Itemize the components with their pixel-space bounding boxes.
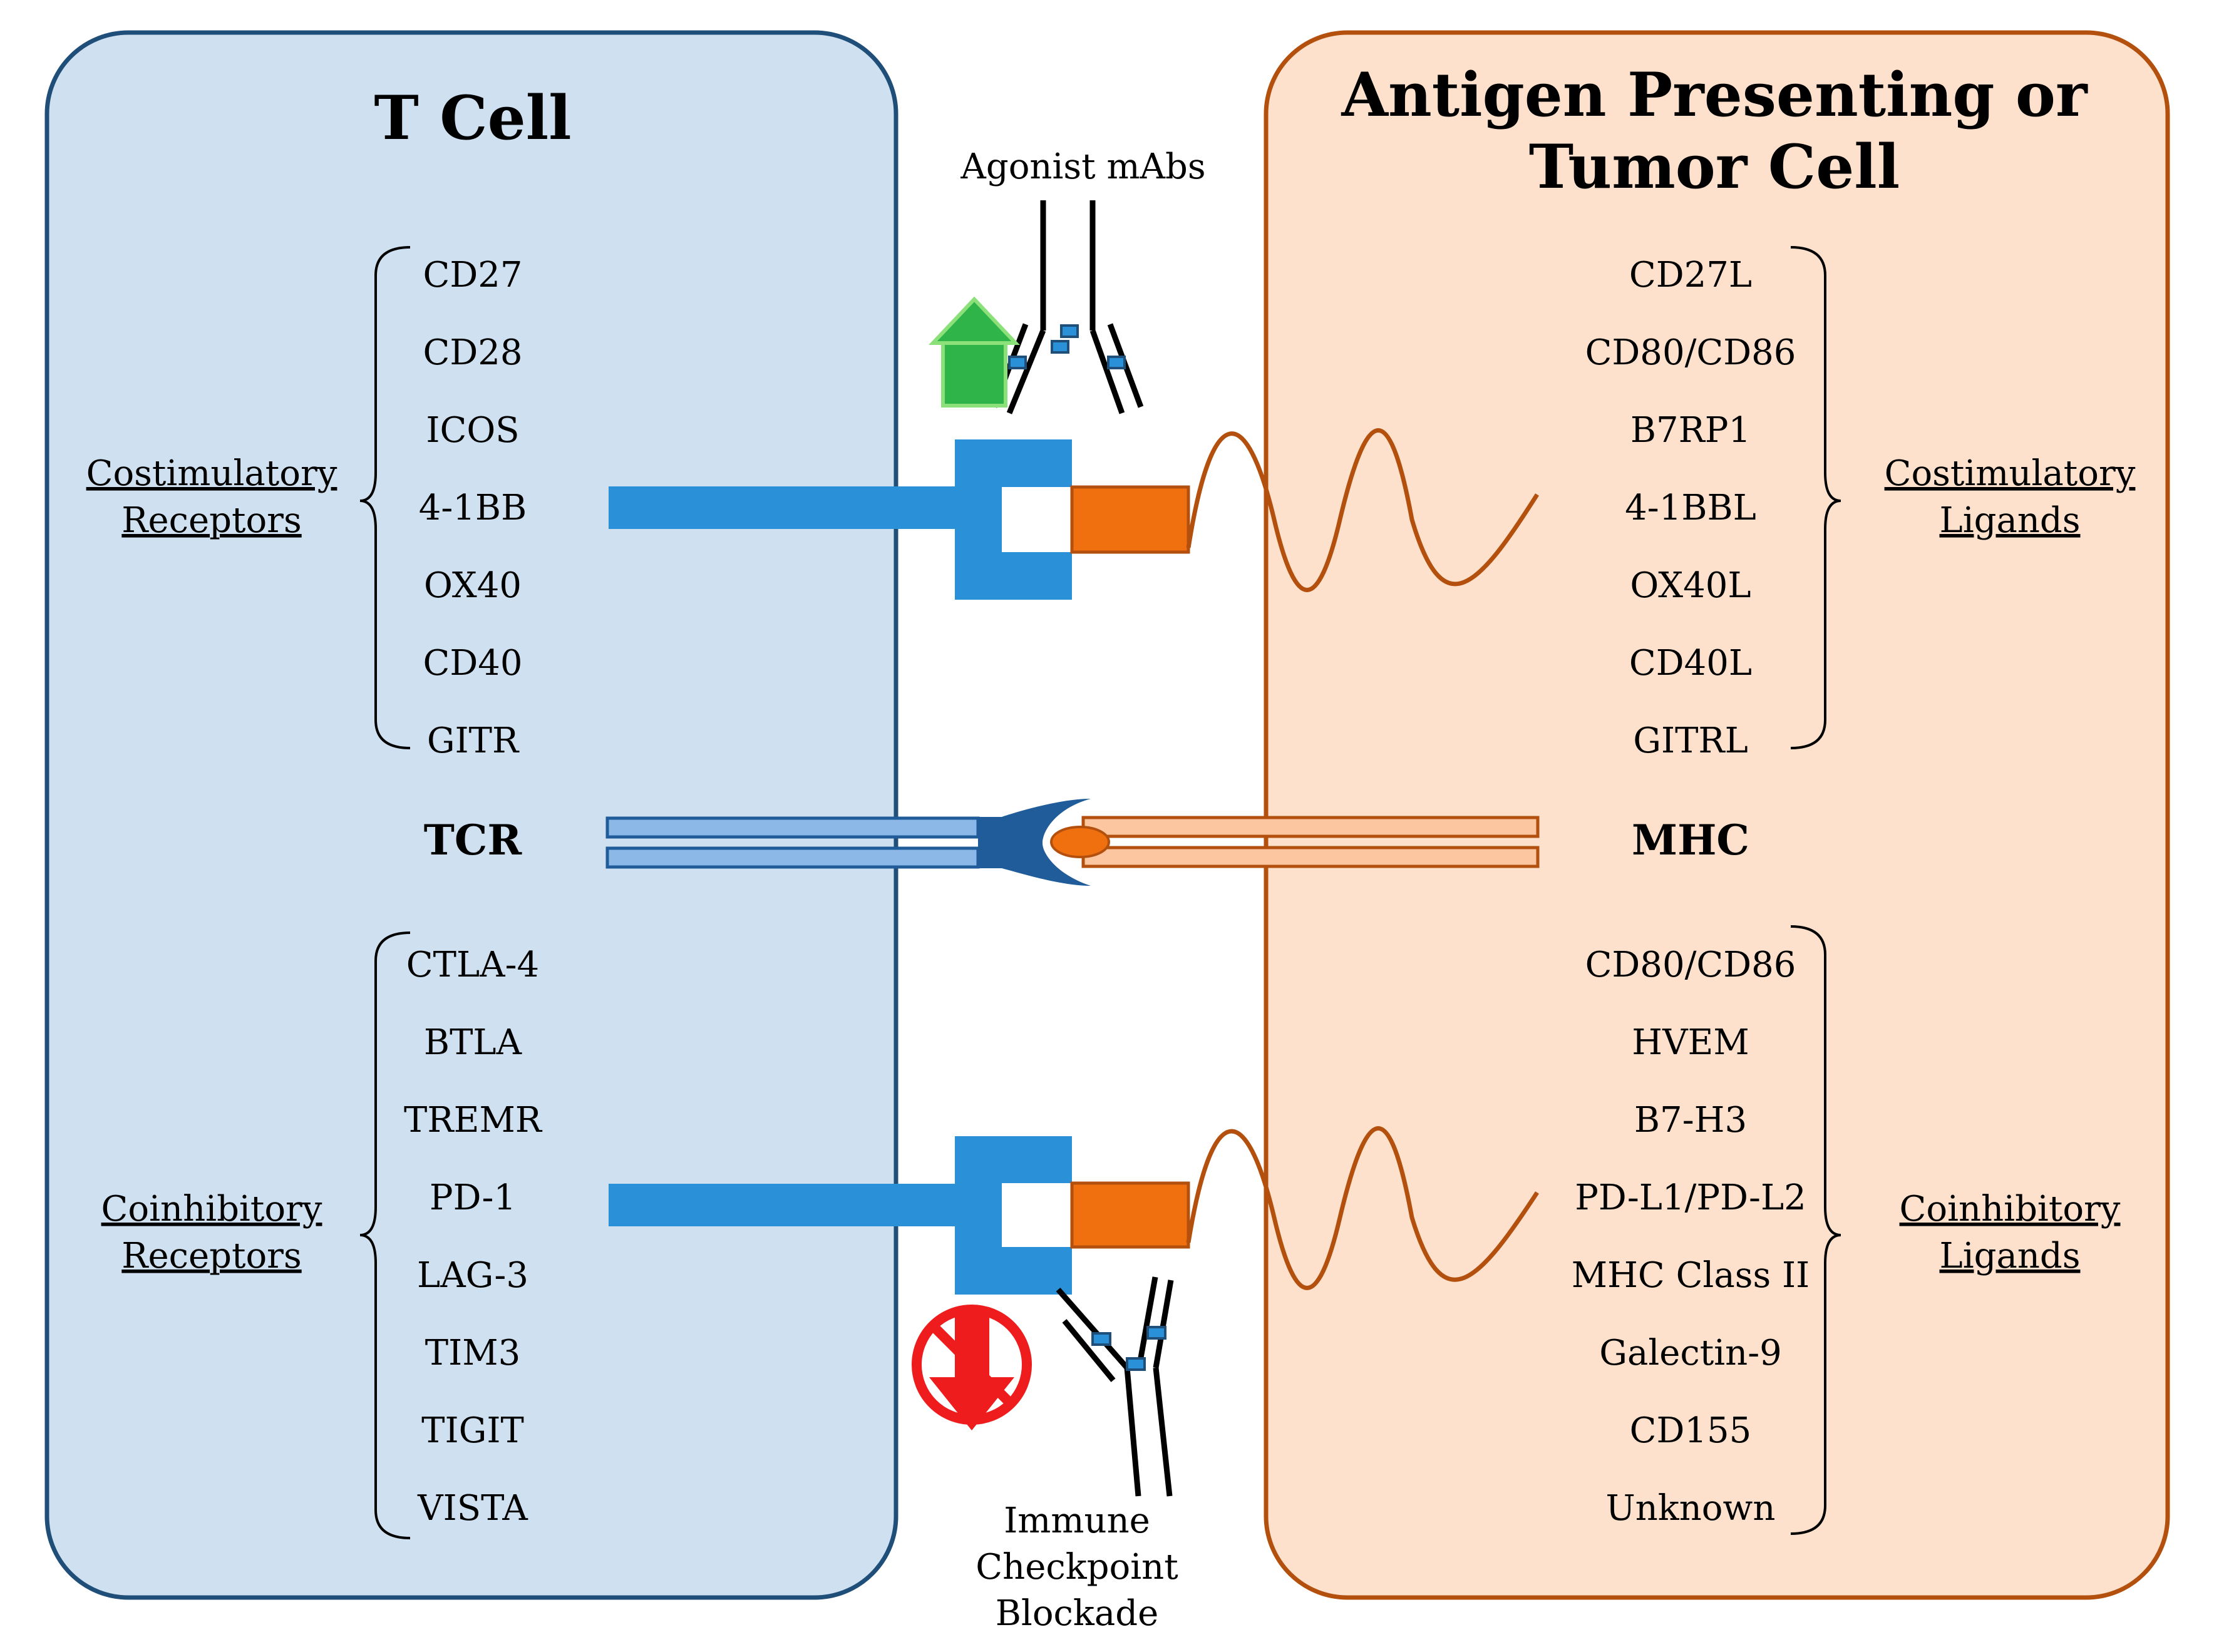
coinhib-ligand-1: HVEM	[1632, 1022, 1749, 1063]
coinhib-receptor-1: BTLA	[424, 1022, 522, 1063]
t-cell-title: T Cell	[374, 83, 571, 153]
costim-ligand-4: OX40L	[1630, 565, 1751, 606]
coinhib-receptor-3: PD-1	[430, 1177, 516, 1218]
blocked-down-arrow-icon	[912, 1305, 1032, 1430]
coinhib-ligand-7: Unknown	[1606, 1488, 1776, 1529]
costim-receptor-1: CD28	[423, 332, 522, 373]
coinhib-receptor-7: VISTA	[417, 1488, 528, 1529]
costim-ligand-2: B7RP1	[1630, 410, 1751, 451]
coinhib-receptor-6: TIGIT	[421, 1410, 524, 1451]
coinhib-ligand-0: CD80/CD86	[1585, 945, 1796, 985]
costim-receptor-6: GITR	[427, 721, 520, 761]
brace-costim-ligands	[1790, 246, 1841, 749]
costim-ligand-1: CD80/CD86	[1585, 332, 1796, 373]
agonist-antibody-icon	[991, 200, 1144, 414]
costim-receptors-label-2: Receptors	[121, 500, 301, 541]
coinhib-ligand-6: CD155	[1630, 1410, 1752, 1451]
blockade-label-line-1: Immune	[1004, 1501, 1150, 1541]
brace-coinhib-ligands	[1790, 925, 1841, 1535]
costim-ligand-tether	[1186, 428, 1539, 592]
apc-title-line-1: Antigen Presenting or	[1341, 59, 2088, 130]
blockade-label-line-2: Checkpoint	[976, 1547, 1178, 1588]
apc-panel	[1264, 30, 2170, 1600]
coinhib-ligand-4: MHC Class II	[1572, 1255, 1810, 1296]
up-arrow-icon	[929, 296, 1020, 408]
coinhib-receptor-5: TIM3	[425, 1333, 520, 1373]
tcr-shape	[605, 799, 1091, 886]
costim-ligand-0: CD27L	[1629, 255, 1752, 295]
costim-receptor-4: OX40	[424, 565, 522, 606]
mhc-label: MHC	[1632, 816, 1749, 864]
costim-receptor-shape	[609, 439, 1072, 600]
costim-ligand-3: 4-1BBL	[1625, 488, 1756, 528]
coinhib-ligand-2: B7-H3	[1634, 1100, 1747, 1141]
blockade-label-line-3: Blockade	[996, 1593, 1158, 1634]
coinhib-receptor-2: TREMR	[404, 1100, 543, 1141]
costim-ligands-label-1: Costimulatory	[1885, 453, 2136, 494]
costim-receptor-5: CD40	[423, 643, 522, 684]
costim-receptor-2: ICOS	[426, 410, 519, 451]
coinhib-receptor-shape	[609, 1136, 1072, 1295]
tcr-label: TCR	[424, 816, 523, 864]
costim-ligand-5: CD40L	[1629, 643, 1752, 684]
costim-ligands-label-2: Ligands	[1940, 500, 2081, 541]
coinhib-receptor-4: LAG-3	[417, 1255, 528, 1296]
blockade-antibody-icon	[1056, 1276, 1174, 1497]
antigen-peptide	[1050, 826, 1110, 858]
brace-costim-receptors	[359, 246, 411, 749]
mhc-shape	[1050, 816, 1540, 868]
costim-receptor-3: 4-1BB	[419, 488, 527, 528]
coinhib-ligands-label-2: Ligands	[1940, 1236, 2081, 1276]
costim-ligand-6: GITRL	[1633, 721, 1748, 761]
costim-ligand-block	[1070, 485, 1190, 554]
coinhib-ligands-label-1: Coinhibitory	[1900, 1189, 2121, 1229]
coinhib-ligand-5: Galectin-9	[1599, 1333, 1782, 1373]
agonist-label: Agonist mAbs	[960, 146, 1205, 187]
apc-title-line-2: Tumor Cell	[1529, 131, 1900, 202]
coinhib-ligand-3: PD-L1/PD-L2	[1575, 1177, 1806, 1218]
coinhib-ligand-tether	[1186, 1126, 1539, 1290]
coinhib-ligand-block	[1070, 1181, 1190, 1249]
costim-receptor-0: CD27	[423, 255, 522, 295]
coinhib-receptors-label-1: Coinhibitory	[101, 1189, 322, 1229]
coinhib-receptor-0: CTLA-4	[406, 945, 539, 985]
costim-receptors-label-1: Costimulatory	[86, 453, 337, 494]
brace-coinhib-receptors	[359, 931, 411, 1539]
coinhib-receptors-label-2: Receptors	[121, 1236, 301, 1276]
